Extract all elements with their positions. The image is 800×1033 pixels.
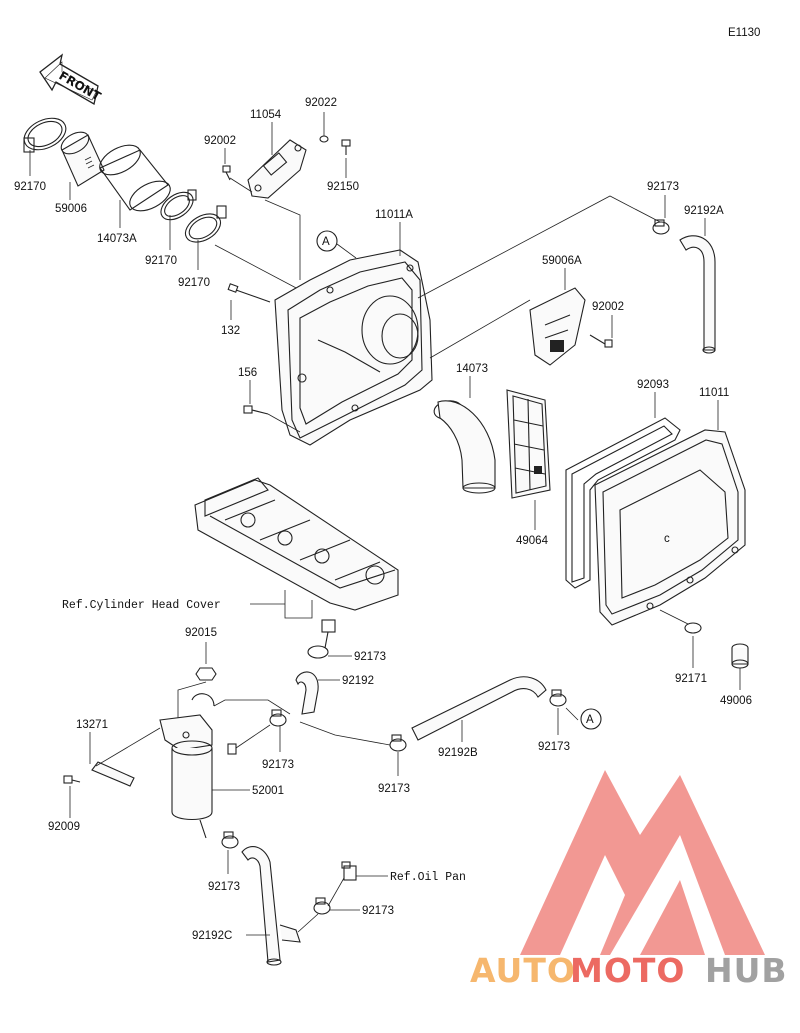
label-92173-e: 92173 — [538, 741, 570, 753]
label-92192a: 92192A — [684, 205, 724, 217]
cap-49006 — [731, 643, 749, 669]
watermark-logo — [520, 770, 765, 955]
stay-13271 — [91, 761, 135, 787]
label-92009: 92009 — [48, 821, 80, 833]
label-13271: 13271 — [76, 719, 108, 731]
housing-11011a — [274, 249, 433, 446]
label-11011a: 11011A — [375, 209, 413, 221]
label-92015: 92015 — [185, 627, 217, 639]
label-14073a: 14073A — [97, 233, 137, 245]
label-92173-g: 92173 — [362, 905, 394, 917]
bolt-156 — [243, 405, 269, 415]
clamp-92173-e — [549, 689, 567, 707]
label-92171: 92171 — [675, 673, 707, 685]
clamp-92173-c — [269, 709, 287, 727]
clamp-92173-a — [652, 219, 670, 235]
watermark-text: AUTO MOTO HUB — [470, 951, 788, 990]
clip-92171 — [684, 622, 702, 634]
label-92192c: 92192C — [192, 930, 232, 942]
cover-mark: c — [664, 533, 670, 545]
fitting-ch — [321, 619, 336, 649]
label-92002-a: 92002 — [204, 135, 236, 147]
label-92173-a: 92173 — [647, 181, 679, 193]
hose-92192 — [295, 671, 319, 715]
label-49006: 49006 — [720, 695, 752, 707]
gasket-92093 — [565, 417, 681, 589]
element-49064 — [506, 389, 551, 499]
bolt-132 — [227, 283, 271, 303]
label-59006: 59006 — [55, 203, 87, 215]
duct-14073a — [99, 144, 171, 212]
diagram-code: E1130 — [728, 27, 760, 39]
callout-letter: A — [322, 236, 330, 248]
label-92192: 92192 — [342, 675, 374, 687]
nut-92015 — [195, 667, 217, 681]
label-92173-d: 92173 — [378, 783, 410, 795]
callout-a-bottom: A — [580, 708, 602, 730]
label-92002-b: 92002 — [592, 301, 624, 313]
duct-14073 — [433, 400, 496, 494]
clamp-92173-d — [389, 734, 407, 752]
label-92170-b: 92170 — [145, 255, 177, 267]
ref-cylinder-head-cover: Ref.Cylinder Head Cover — [62, 599, 221, 612]
label-92150: 92150 — [327, 181, 359, 193]
label-92170-c: 92170 — [178, 277, 210, 289]
front-arrow-icon: FRONT — [39, 53, 104, 106]
label-92093: 92093 — [637, 379, 669, 391]
fitting-oil-pan — [341, 861, 357, 881]
clamp-92170-b — [160, 189, 197, 221]
ref-oil-pan: Ref.Oil Pan — [390, 871, 466, 884]
bolt-92002-b — [589, 334, 613, 348]
washer-92022 — [319, 135, 329, 143]
label-92022: 92022 — [305, 97, 337, 109]
callout-a-top: A — [316, 230, 338, 252]
clamp-92173-f — [221, 831, 239, 849]
label-92173-c: 92173 — [262, 759, 294, 771]
label-132: 132 — [221, 325, 240, 337]
canister-52001 — [159, 693, 237, 839]
watermark-moto: MOTO — [570, 951, 685, 990]
label-14073: 14073 — [456, 363, 488, 375]
label-11011: 11011 — [699, 387, 729, 399]
clamp-92170-c — [184, 205, 227, 243]
bolt-92150 — [341, 139, 351, 155]
label-92173-f: 92173 — [208, 881, 240, 893]
label-92170-a: 92170 — [14, 181, 46, 193]
hose-92192a — [679, 235, 716, 354]
filter-59006 — [60, 131, 105, 187]
label-11054: 11054 — [250, 109, 282, 121]
callout-letter-b: A — [586, 714, 594, 726]
bolt-92002-a — [222, 165, 231, 181]
watermark-auto: AUTO — [470, 951, 576, 990]
label-52001: 52001 — [252, 785, 284, 797]
bracket-11054 — [247, 139, 307, 199]
label-59006a: 59006A — [542, 255, 582, 267]
clamp-92170-a — [23, 117, 67, 153]
label-156: 156 — [238, 367, 257, 379]
clamp-92173-g — [313, 897, 331, 915]
label-92192b: 92192B — [438, 747, 478, 759]
hose-92192c — [241, 846, 301, 966]
label-92173-b: 92173 — [354, 651, 386, 663]
watermark-hub: HUB — [705, 951, 788, 990]
part-labels: 92170 59006 14073A 92170 92170 11054 920… — [14, 97, 752, 942]
cylinder-head-cover — [194, 477, 399, 611]
hose-92192b — [411, 676, 547, 741]
clamp-92173-b — [307, 645, 329, 659]
cover-11011: c — [594, 429, 746, 626]
element-59006a — [529, 287, 586, 366]
bolt-92009 — [63, 775, 81, 784]
label-49064: 49064 — [516, 535, 549, 547]
